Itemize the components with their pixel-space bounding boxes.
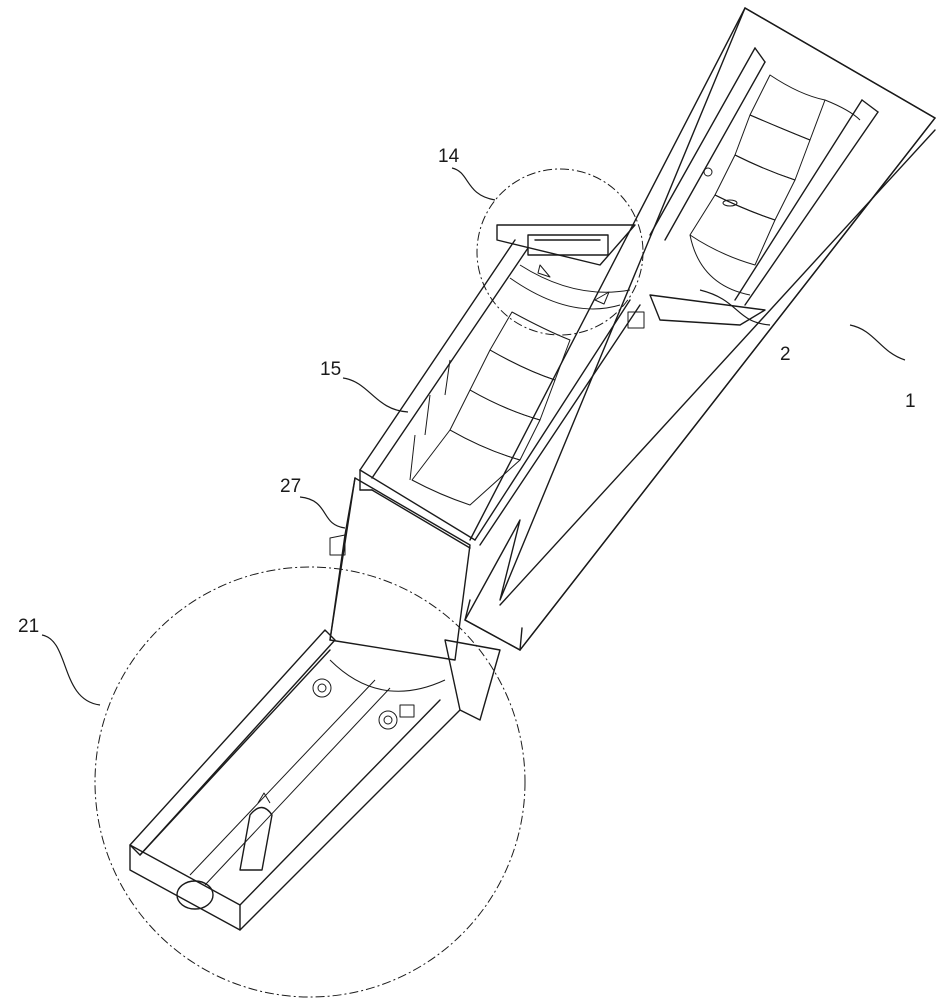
transfer-station xyxy=(496,224,766,329)
label-27: 27 xyxy=(280,476,301,497)
label-15: 15 xyxy=(320,359,341,380)
leader-15 xyxy=(342,377,409,413)
discharge-chute xyxy=(329,477,471,692)
leader-1 xyxy=(849,324,906,361)
lower-conveyor-channel xyxy=(359,239,641,549)
label-2: 2 xyxy=(780,344,791,365)
label-14: 14 xyxy=(438,146,460,167)
leader-27 xyxy=(299,496,346,529)
label-1: 1 xyxy=(905,391,916,412)
leader-21 xyxy=(41,634,101,706)
label-21: 21 xyxy=(18,616,39,637)
detail-circle-21 xyxy=(94,566,526,998)
inclined-base-frame xyxy=(464,7,936,651)
detail-circle-14 xyxy=(476,168,644,336)
upper-conveyor-channel xyxy=(649,47,879,306)
lower-trough xyxy=(129,629,501,931)
leader-2 xyxy=(699,289,771,326)
leader-14 xyxy=(451,167,496,201)
